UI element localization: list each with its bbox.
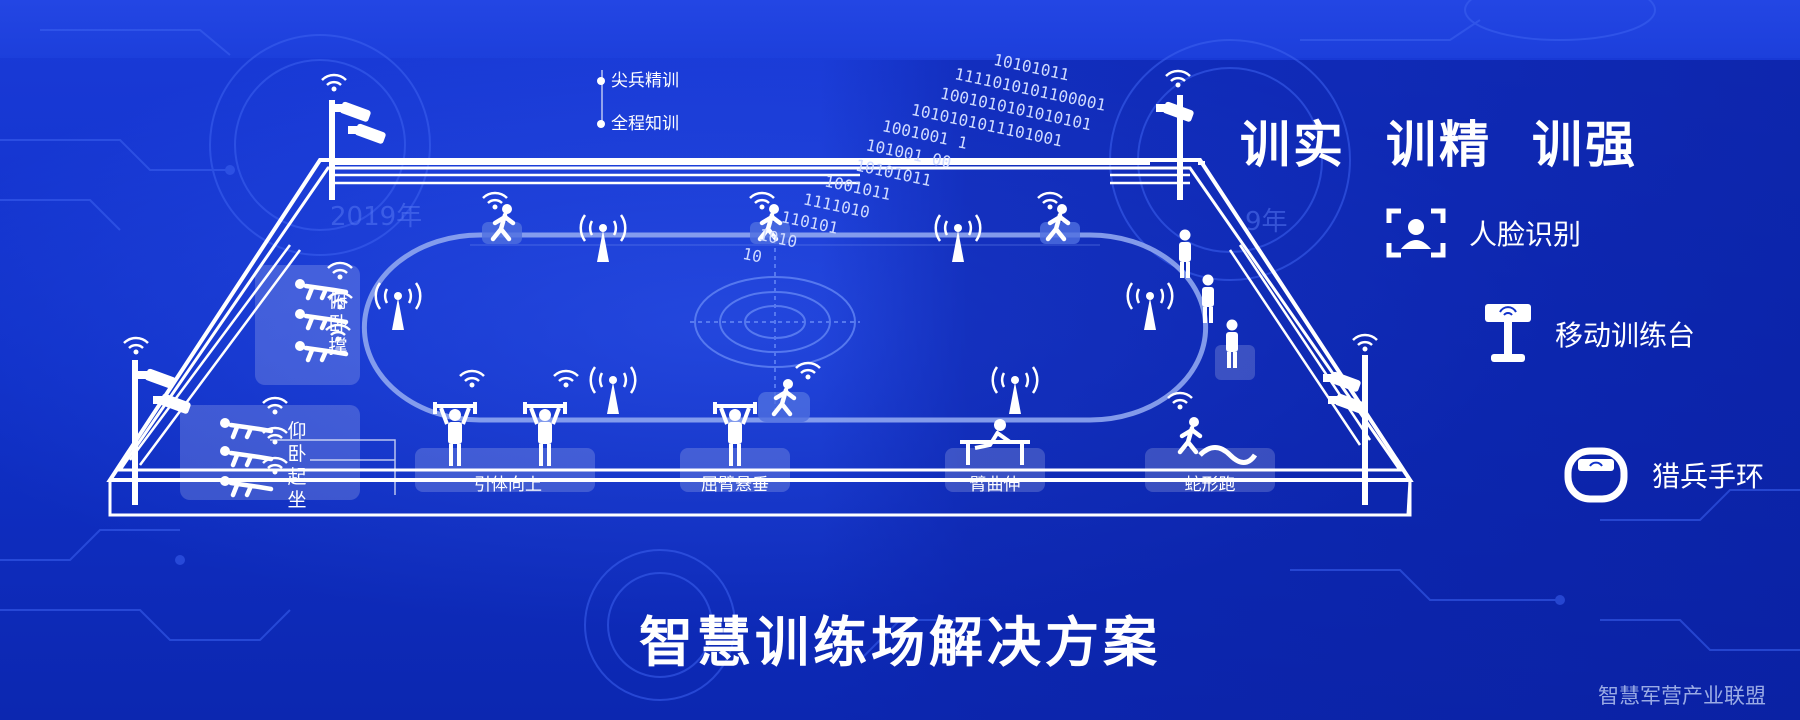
slogan-item: 训强 — [1532, 116, 1638, 174]
wristband-icon — [1564, 447, 1628, 503]
station-label-hang: 屈臂悬垂 — [701, 475, 769, 495]
top-band — [0, 0, 1800, 58]
legend-mobile-training-stand: 移动训练台 — [1483, 302, 1695, 366]
station-label-dip: 臂曲伸 — [969, 475, 1021, 495]
bullet-full-process-training: 全程知训 — [597, 109, 679, 134]
page-title: 智慧训练场解决方案 — [639, 611, 1161, 674]
mobile-training-stand-icon — [1485, 304, 1531, 362]
station-label-pullup: 引体向上 — [474, 475, 542, 495]
legend-wristband: 猎兵手环 — [1562, 445, 1764, 505]
legend-label: 猎兵手环 — [1652, 460, 1765, 493]
station-label-serpentine: 蛇形跑 — [1184, 475, 1236, 495]
legend-label: 人脸识别 — [1469, 218, 1582, 251]
bg-year-left: 2019年 — [330, 202, 422, 232]
station-label-situp: 仰卧起坐 — [287, 420, 307, 511]
bullet-dot-icon — [597, 77, 605, 85]
bg-year-right: 9年 — [1245, 207, 1288, 237]
station-label-pushup: 俯卧撑 — [328, 290, 348, 358]
legend-face-recognition: 人脸识别 — [1385, 205, 1581, 261]
slogan-item: 训精 — [1386, 116, 1492, 174]
bullet-elite-training: 尖兵精训 — [597, 66, 679, 91]
binary-line: 10 — [741, 244, 764, 267]
slogan: 训实训精训强 — [1240, 105, 1638, 177]
face-recognition-icon — [1386, 208, 1446, 258]
slogan-item: 训实 — [1240, 116, 1346, 174]
bullet-dot-icon — [597, 120, 605, 128]
legend-label: 移动训练台 — [1555, 319, 1696, 352]
watermark: 智慧军营产业联盟 — [1598, 684, 1766, 708]
right-dark-panel — [820, 60, 1800, 720]
